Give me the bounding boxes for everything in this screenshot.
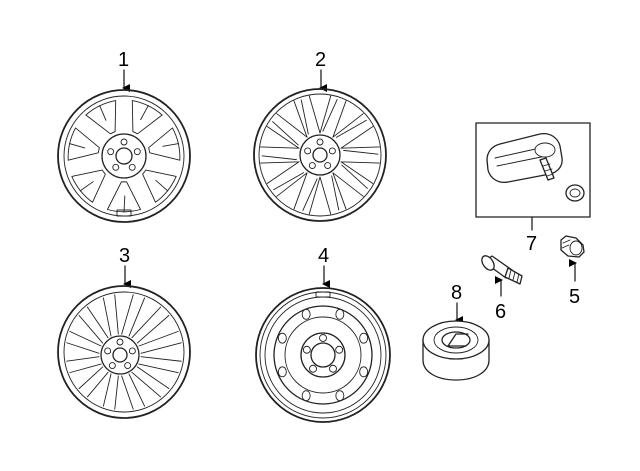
valve-stem: 6 bbox=[481, 255, 523, 323]
callout-8: 8 bbox=[451, 282, 462, 304]
lug-nut bbox=[319, 334, 327, 342]
wheel-2-spokes bbox=[260, 95, 380, 215]
callout-2: 2 bbox=[315, 49, 326, 71]
wheel-4-steel-spare: 4 bbox=[255, 245, 391, 423]
spoke bbox=[114, 375, 134, 410]
lug-nut bbox=[302, 345, 311, 354]
lug-nut bbox=[328, 147, 336, 155]
spoke bbox=[140, 342, 182, 362]
spoke bbox=[69, 314, 104, 347]
lug-nut bbox=[316, 138, 324, 146]
lug-nut bbox=[120, 138, 128, 146]
lug-nut bbox=[128, 163, 136, 171]
lug-nut bbox=[309, 364, 317, 373]
spoke-window bbox=[85, 100, 117, 135]
wheel-4-lug-nuts bbox=[302, 334, 344, 373]
spoke bbox=[340, 126, 380, 155]
lug-nut bbox=[107, 148, 115, 156]
lug-nut bbox=[324, 162, 332, 169]
spoke-window bbox=[71, 169, 106, 203]
vent-hole bbox=[359, 332, 369, 344]
wheel-1-spokes bbox=[67, 100, 181, 213]
callout-5: 5 bbox=[569, 286, 580, 308]
wheel-1: 1 bbox=[57, 49, 191, 223]
vent-hole bbox=[277, 332, 287, 344]
spoke-split bbox=[155, 179, 169, 192]
spoke bbox=[273, 172, 308, 210]
spoke-window bbox=[148, 127, 181, 161]
callout-1: 1 bbox=[118, 49, 129, 71]
lug-nut bbox=[108, 362, 116, 369]
lexus-emblem-icon bbox=[441, 331, 471, 349]
vent-hole bbox=[301, 308, 311, 320]
wheel-1-lug-nuts bbox=[107, 138, 141, 171]
wheel-3-spokes bbox=[66, 294, 182, 410]
spoke bbox=[302, 176, 332, 215]
spoke bbox=[114, 294, 134, 335]
spoke-split bbox=[68, 143, 86, 149]
spoke-split bbox=[79, 181, 94, 192]
wheel-2: 2 bbox=[253, 49, 387, 222]
wheel-3-lug-nuts bbox=[104, 338, 136, 369]
spoke-window bbox=[131, 100, 163, 135]
lug-nut bbox=[133, 148, 141, 156]
tpms-sensor-assembly: 7 bbox=[475, 122, 591, 255]
vent-hole bbox=[335, 308, 345, 320]
spoke bbox=[69, 363, 104, 390]
vent-hole bbox=[301, 390, 311, 402]
tpms-sensor-box bbox=[475, 122, 591, 218]
vent-hole bbox=[335, 390, 345, 402]
spoke bbox=[136, 363, 179, 390]
callout-3: 3 bbox=[119, 245, 130, 267]
vent-hole bbox=[277, 366, 287, 378]
spoke-window bbox=[67, 127, 100, 161]
spoke bbox=[340, 161, 380, 189]
spoke bbox=[128, 371, 162, 407]
wheel-2-lug-nuts bbox=[304, 138, 336, 169]
callout-6: 6 bbox=[495, 301, 506, 323]
lug-nut bbox=[304, 147, 312, 155]
lug-nut bbox=[329, 364, 337, 373]
lug-nut bbox=[124, 362, 132, 369]
center-cap: 8 bbox=[422, 282, 490, 381]
lug-nut bbox=[308, 162, 316, 169]
spoke bbox=[260, 155, 300, 184]
spoke-split bbox=[140, 105, 149, 121]
spoke bbox=[86, 371, 112, 407]
spoke bbox=[308, 95, 338, 134]
spoke bbox=[86, 297, 112, 339]
spoke bbox=[332, 100, 367, 138]
spoke bbox=[331, 172, 364, 211]
spoke bbox=[260, 121, 300, 149]
spoke-split bbox=[162, 143, 180, 147]
spoke bbox=[136, 314, 179, 347]
spoke bbox=[66, 342, 100, 362]
spoke-window bbox=[142, 169, 177, 203]
wheel-4-vent-holes bbox=[277, 308, 369, 402]
lug-nut bbox=[335, 345, 344, 354]
spoke-split bbox=[123, 195, 126, 213]
lug-nut bbox=[112, 163, 120, 171]
lug-nut bbox=[128, 347, 136, 355]
valve-cap: 5 bbox=[560, 235, 585, 308]
spoke-split bbox=[99, 105, 107, 121]
vent-hole bbox=[359, 366, 369, 378]
lug-nut bbox=[116, 338, 124, 346]
callout-7: 7 bbox=[526, 233, 537, 255]
spoke bbox=[128, 297, 162, 339]
callout-4: 4 bbox=[318, 245, 329, 267]
lug-nut bbox=[104, 347, 112, 355]
wheel-3: 3 bbox=[57, 245, 191, 419]
spoke bbox=[276, 99, 309, 138]
spoke-window bbox=[107, 181, 141, 213]
